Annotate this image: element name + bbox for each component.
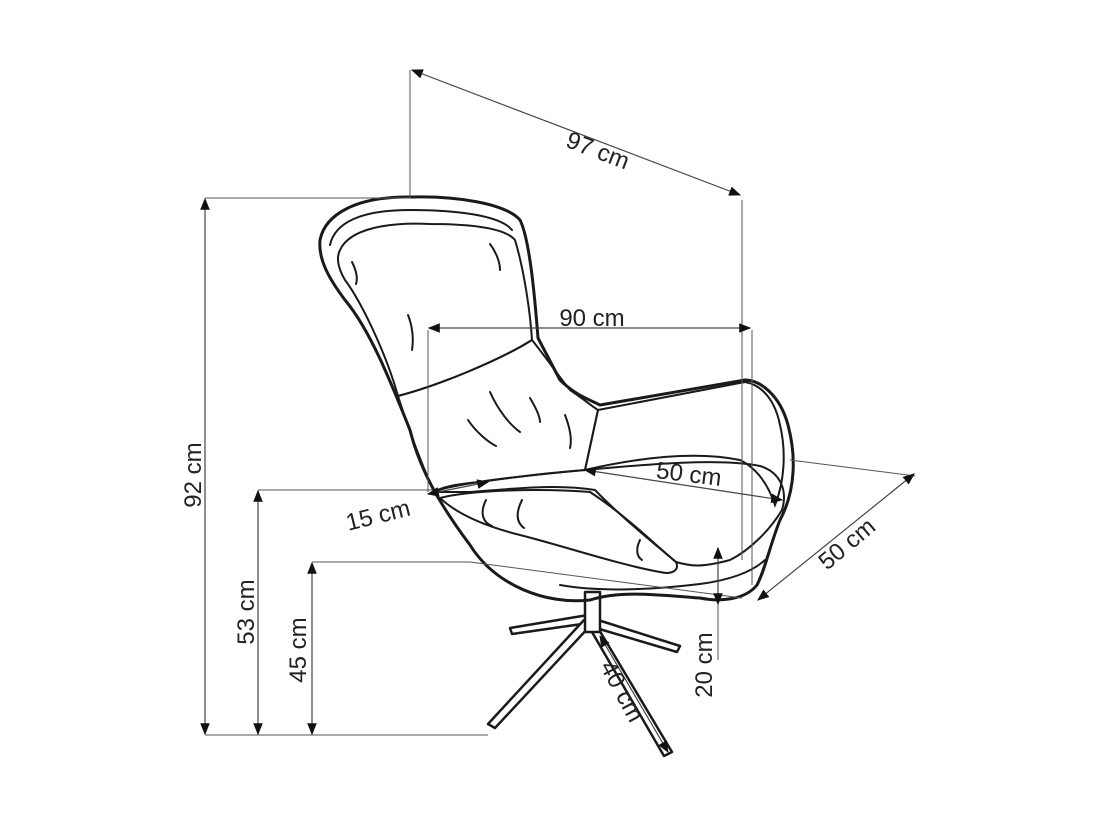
label-seat-height: 45 cm [285,617,312,682]
base-leg-front-left [486,618,592,730]
label-armrest: 15 cm [343,495,413,537]
label-total-height: 92 cm [180,442,207,507]
stitch-lines [351,243,643,561]
label-seat-depth: 50 cm [813,513,880,576]
dim-line-seat-width [583,466,784,504]
swivel-base [486,590,682,758]
label-base-leg: 40 cm [594,656,649,726]
seat-cushion [433,461,785,567]
seat-underside [559,559,766,591]
seat-front-roll [437,489,678,574]
label-base-height: 20 cm [691,632,718,697]
dim-line-depth [410,69,742,196]
label-depth: 97 cm [562,127,633,176]
dim-line-base-leg [599,634,669,754]
label-armrest-height: 53 cm [233,579,260,644]
base-column [583,590,602,634]
label-width: 90 cm [559,305,624,332]
chair-illustration [318,195,795,758]
dimension-labels: 97 cm 90 cm 50 cm 15 cm 92 cm 53 cm 45 c… [180,127,881,727]
dimension-lines [200,69,915,754]
chair-shell-outer [318,195,795,603]
backrest-upper-cushion [336,222,534,398]
dim-line-armrest [426,479,490,497]
dim-line-seat-depth [757,473,915,601]
chair-shell-inner [329,208,513,246]
